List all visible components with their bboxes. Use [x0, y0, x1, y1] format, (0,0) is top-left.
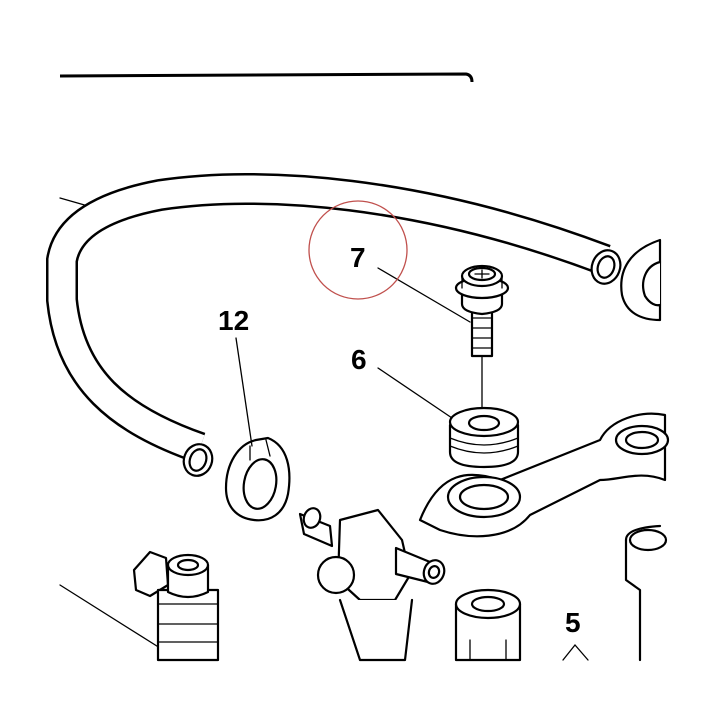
hose-clip-right: [620, 238, 662, 322]
grommet-part-6: [448, 406, 520, 469]
leader-line-5: [562, 643, 589, 661]
leader-line-12: [235, 337, 253, 447]
fuel-injector: [59, 550, 220, 662]
hose-clamp-part-12: [224, 436, 291, 522]
leader-lines: [235, 267, 589, 661]
highlight-circle: [308, 200, 408, 300]
callout-6: 6: [351, 344, 367, 375]
spacer-bushing-right: [624, 524, 668, 662]
callout-12: 12: [218, 305, 249, 336]
tee-fitting: [298, 507, 446, 662]
spacer-bushing: [454, 588, 522, 662]
leader-line-7: [377, 267, 471, 323]
leader-line-6: [377, 367, 453, 419]
vacuum-hose: [46, 173, 622, 477]
fuel-rail-bracket: [418, 412, 670, 538]
header-rule: [59, 72, 474, 83]
bolt-part-7: [454, 264, 510, 358]
callout-7: 7: [350, 242, 366, 273]
callout-5: 5: [565, 607, 581, 638]
